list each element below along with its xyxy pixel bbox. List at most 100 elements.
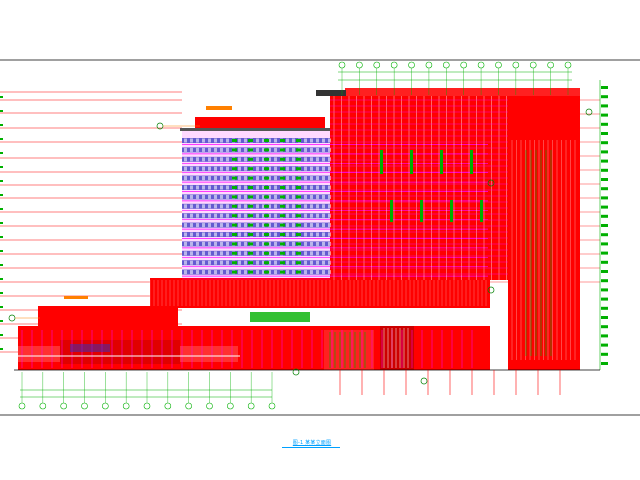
window-pane: [310, 213, 313, 218]
window-pane: [268, 147, 271, 152]
window-pane: [226, 204, 229, 209]
elevation-marker-icon: [0, 222, 3, 224]
elevation-marker-icon: [601, 168, 608, 172]
window-pane: [184, 213, 187, 218]
window-pane: [244, 147, 247, 152]
window-pane: [304, 176, 307, 181]
window-pane: [184, 260, 187, 265]
window-pane: [256, 176, 259, 181]
window-pane: [286, 157, 289, 162]
window-pane: [202, 166, 205, 171]
window-pane: [264, 233, 269, 236]
elevation-scale-right: [599, 80, 608, 370]
window-pane: [256, 213, 259, 218]
elevation-marker-icon: [0, 348, 3, 350]
window-pane: [268, 260, 271, 265]
tower-crown: [180, 117, 330, 131]
window-pane: [214, 138, 217, 143]
window-pane: [264, 204, 269, 208]
window-pane: [286, 232, 289, 237]
window-pane: [286, 270, 289, 275]
window-pane: [280, 139, 285, 142]
window-pane: [232, 157, 237, 161]
elevation-marker-icon: [601, 233, 608, 237]
window-pane: [214, 251, 217, 256]
window-pane: [202, 213, 205, 218]
window-pane: [292, 223, 295, 228]
window-pane: [196, 185, 199, 190]
window-pane: [316, 260, 319, 265]
axis-bubble-icon: [164, 402, 172, 410]
window-pane: [292, 166, 295, 171]
window-pane: [316, 176, 319, 181]
window-pane: [280, 242, 285, 246]
window-pane: [316, 251, 319, 256]
window-pane: [248, 157, 253, 161]
window-pane: [226, 251, 229, 256]
window-pane: [296, 186, 301, 189]
window-pane: [310, 185, 313, 190]
axis-bubble-icon: [373, 61, 381, 69]
window-pane: [214, 223, 217, 228]
window-pane: [214, 204, 217, 209]
window-pane: [268, 157, 271, 162]
window-pane: [316, 241, 319, 246]
window-pane: [296, 251, 301, 255]
window-pane: [310, 251, 313, 256]
window-pane: [232, 233, 237, 236]
window-pane: [292, 270, 295, 275]
window-pane: [322, 185, 325, 190]
window-pane: [202, 157, 205, 162]
window-pane: [214, 213, 217, 218]
axis-bubble-icon: [564, 61, 572, 69]
window-pane: [190, 194, 193, 199]
window-pane: [286, 213, 289, 218]
window-pane: [226, 176, 229, 181]
elevation-marker-icon: [601, 362, 608, 365]
window-pane: [304, 232, 307, 237]
elevation-marker-icon: [601, 122, 608, 126]
axis-bubble-icon: [18, 402, 26, 410]
window-pane: [244, 204, 247, 209]
window-pane: [316, 157, 319, 162]
axis-bubble-icon: [102, 402, 109, 410]
window-pane: [264, 223, 269, 227]
window-pane: [196, 260, 199, 265]
window-pane: [328, 260, 331, 265]
window-pane: [202, 147, 205, 152]
window-pane: [296, 148, 301, 152]
elevation-marker-icon: [601, 150, 608, 154]
window-pane: [202, 270, 205, 275]
window-pane: [190, 166, 193, 171]
window-pane: [248, 204, 253, 208]
window-pane: [296, 204, 301, 208]
window-pane: [196, 138, 199, 143]
window-pane: [280, 186, 285, 189]
window-pane: [208, 213, 211, 218]
window-pane: [268, 166, 271, 171]
window-pane: [248, 148, 253, 152]
window-pane: [316, 166, 319, 171]
caption-underline: [282, 447, 340, 448]
window-pane: [196, 270, 199, 275]
window-pane: [296, 270, 301, 274]
window-pane: [184, 157, 187, 162]
window-pane: [248, 270, 253, 274]
window-pane: [256, 138, 259, 143]
window-pane: [274, 194, 277, 199]
window-pane: [264, 261, 269, 265]
leader-callout-icon: [487, 286, 495, 294]
window-pane: [268, 176, 271, 181]
axis-bubble-icon: [477, 61, 485, 69]
window-pane: [304, 270, 307, 275]
window-pane: [196, 241, 199, 246]
window-pane: [310, 176, 313, 181]
window-pane: [196, 166, 199, 171]
window-pane: [286, 166, 289, 171]
top-axis-grid: [338, 61, 572, 95]
elevation-marker-icon: [0, 138, 3, 140]
window-pane: [274, 232, 277, 237]
window-pane: [296, 223, 301, 227]
axis-bubble-icon: [227, 402, 234, 410]
